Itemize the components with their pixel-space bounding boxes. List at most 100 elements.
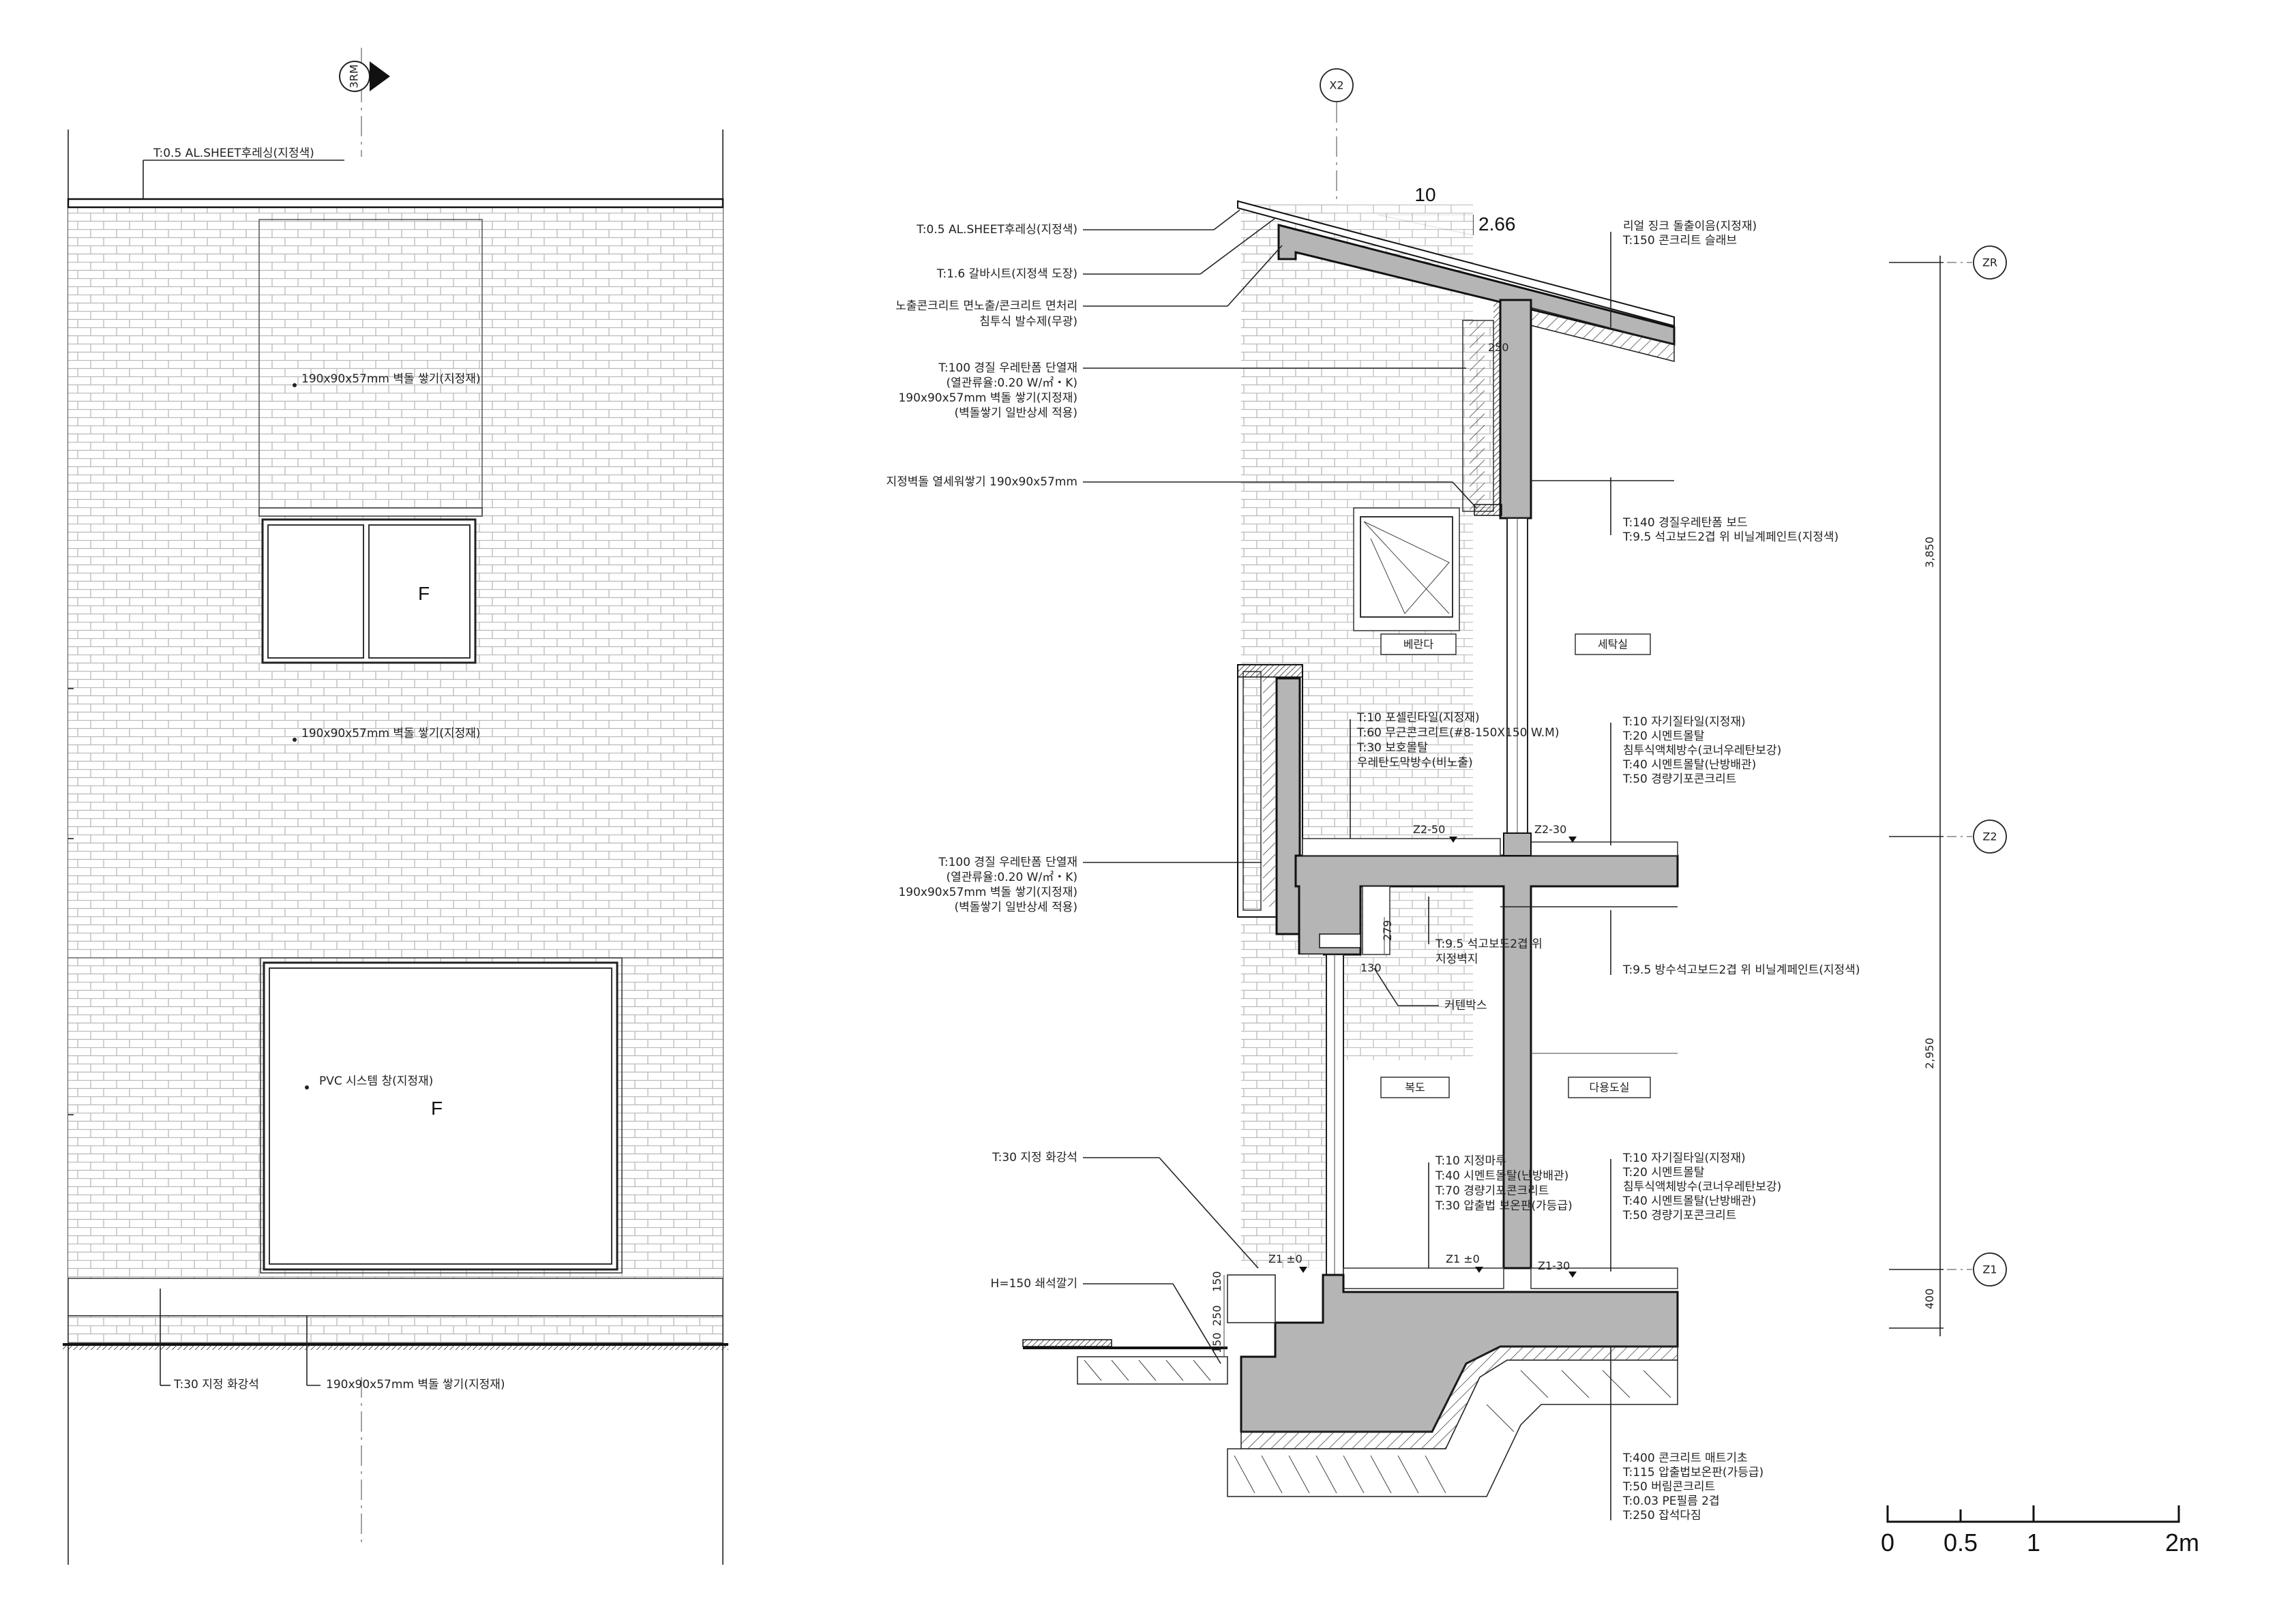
note-section-flashing: T:0.5 AL.SHEET후레싱(지정색) <box>916 223 1077 237</box>
level-marker-z1 <box>1973 1252 2007 1287</box>
grid-marker-x2 <box>1320 68 1354 102</box>
note-brick-upper: 190x90x57mm 벽돌 쌓기(지정재) <box>301 372 481 386</box>
note-foundation-4: T:0.03 PE필름 2겹 <box>1622 1494 1720 1508</box>
slope-run: 10 <box>1414 184 1435 205</box>
note-floor1-1: T:10 자기질타일(지정재) <box>1622 1152 1746 1165</box>
window-mark-upper: F <box>418 583 430 604</box>
level-grid: ZR Z2 Z1 3,850 2,950 400 <box>1889 245 2007 1336</box>
note-insulation-upper-1: T:100 경질 우레탄폼 단열재 <box>938 361 1077 375</box>
level-z1-right: Z1-30 <box>1538 1259 1570 1272</box>
dim-250b: 250 <box>1210 1305 1223 1326</box>
note-foundation-2: T:115 압출법보온판(가등급) <box>1622 1466 1763 1479</box>
level-marker-zr-label: ZR <box>1982 256 1997 269</box>
note-ceiling-board-2: 지정벽지 <box>1435 952 1478 966</box>
room-corridor: 복도 <box>1405 1081 1425 1094</box>
note-corridor-1: T:10 지정마루 <box>1435 1154 1506 1168</box>
note-floor1-2: T:20 시멘트몰탈 <box>1622 1166 1705 1179</box>
upper-window-left-sash <box>267 524 364 659</box>
note-insulation-upper-4: (벽돌쌓기 일반상세 적용) <box>955 406 1077 420</box>
scale-label-05: 0.5 <box>1944 1529 1978 1557</box>
note-gravel: H=150 쇄석깔기 <box>991 1277 1077 1291</box>
granite-base <box>68 1278 724 1317</box>
dim-130: 130 <box>1360 961 1382 974</box>
note-wall-board: T:9.5 방수석고보드2겹 위 비닐계페인트(지정색) <box>1622 963 1860 977</box>
note-insulation-upper-2: (열관류율:0.20 W/㎡・K) <box>947 376 1078 390</box>
note-roof-slab: T:150 콘크리트 슬래브 <box>1622 234 1737 247</box>
level-z2-right: Z2-30 <box>1534 823 1566 836</box>
slope-rise: 2.66 <box>1478 213 1516 235</box>
note-foundation-3: T:50 버림콘크리트 <box>1622 1480 1715 1494</box>
note-corridor-4: T:30 압출법 보온판(가등급) <box>1435 1199 1573 1213</box>
note-corridor-2: T:40 시멘트몰탈(난방배관) <box>1435 1169 1568 1183</box>
note-ceiling-board-1: T:9.5 석고보드2겹 위 <box>1435 937 1543 951</box>
note-window-pvc: PVC 시스템 창(지정재) <box>319 1074 433 1088</box>
roof-zinc <box>1237 200 1675 327</box>
note-floor2-4: T:40 시멘트몰탈(난방배관) <box>1622 758 1756 772</box>
grid-marker-x2-label: X2 <box>1329 79 1343 92</box>
scale-bar: 0 0.5 1 2m <box>1881 1505 2199 1557</box>
level-z2-left: Z2-50 <box>1413 823 1445 836</box>
note-brick-middle: 190x90x57mm 벽돌 쌓기(지정재) <box>301 727 481 740</box>
upper-wall-concrete <box>1499 299 1532 520</box>
note-balcony-3: T:30 보호몰탈 <box>1356 741 1428 755</box>
note-floor2-5: T:50 경량기포콘크리트 <box>1622 772 1736 786</box>
room-balcony: 베란다 <box>1403 638 1433 651</box>
note-roof-flashing: T:0.5 AL.SHEET후레싱(지정색) <box>153 147 314 160</box>
note-brick-bottom: 190x90x57mm 벽돌 쌓기(지정재) <box>326 1378 505 1392</box>
level-marker-z2 <box>1973 819 2007 854</box>
dim-279: 279 <box>1381 920 1394 941</box>
note-exposed-concrete-2: 침투식 발수제(무광) <box>979 315 1077 329</box>
upper-window-right-sash <box>368 524 471 659</box>
note-foundation-1: T:400 콘크리트 매트기초 <box>1622 1452 1748 1465</box>
note-insulation-lower-2: (열관류율:0.20 W/㎡・K) <box>947 871 1078 884</box>
upper-opening <box>258 219 483 513</box>
room-laundry: 세탁실 <box>1598 638 1628 651</box>
level-marker-z1-label: Z1 <box>1982 1263 1997 1276</box>
scale-label-2m: 2m <box>2165 1529 2199 1557</box>
note-ceiling-1: T:140 경질우레탄폼 보드 <box>1622 516 1748 530</box>
note-floor2-3: 침투식액체방수(코너우레탄보강) <box>1623 744 1781 757</box>
note-granite-base: T:30 지정 화강석 <box>173 1378 259 1392</box>
dim-400: 400 <box>1923 1289 1936 1310</box>
dim-150b: 150 <box>1210 1332 1223 1353</box>
note-insulation-lower-4: (벽돌쌓기 일반상세 적용) <box>955 901 1077 914</box>
note-corridor-3: T:70 경량기포콘크리트 <box>1435 1184 1549 1198</box>
dim-150a: 150 <box>1210 1271 1223 1292</box>
note-floor2-2: T:20 시멘트몰탈 <box>1622 730 1705 743</box>
scale-label-1: 1 <box>2027 1529 2040 1557</box>
wall-section-drawing: X2 10 2.66 <box>886 68 1860 1522</box>
note-brick-pattern: 지정벽돌 열세워쌓기 190x90x57mm <box>886 475 1077 489</box>
note-section-granite: T:30 지정 화강석 <box>992 1151 1077 1164</box>
note-curtain-box: 커텐박스 <box>1444 999 1487 1012</box>
roof-flashing <box>67 198 724 209</box>
note-floor2-1: T:10 자기질타일(지정재) <box>1622 715 1746 729</box>
level-marker-zr <box>1973 245 2007 280</box>
note-insulation-lower-1: T:100 경질 우레탄폼 단열재 <box>938 856 1077 869</box>
note-exposed-concrete-1: 노출콘크리트 면노출/콘크리트 면처리 <box>895 299 1077 313</box>
elevation-drawing: 3RM T:0.5 AL.SHEET후레싱(지정색) 190x90x57mm 벽… <box>63 48 728 1565</box>
lower-window <box>263 961 619 1271</box>
room-utility: 다용도실 <box>1590 1081 1630 1094</box>
note-roof-zinc: 리얼 징크 돌출이음(지정재) <box>1623 220 1757 233</box>
note-ceiling-2: T:9.5 석고보드2겹 위 비닐계페인트(지정색) <box>1622 530 1839 544</box>
note-floor1-5: T:50 경량기포콘크리트 <box>1622 1209 1736 1222</box>
upper-lintel <box>258 507 483 517</box>
note-floor1-4: T:40 시멘트몰탈(난방배관) <box>1622 1194 1756 1208</box>
level-z1-left: Z1 ±0 <box>1268 1252 1303 1265</box>
note-insulation-upper-3: 190x90x57mm 벽돌 쌓기(지정재) <box>898 391 1077 405</box>
dim-2950: 2,950 <box>1923 1038 1936 1069</box>
dim-3850: 3,850 <box>1923 537 1936 568</box>
note-balcony-1: T:10 포셀린타일(지정재) <box>1356 711 1480 725</box>
section-marker-label: 3RM <box>348 64 361 88</box>
roof-slab <box>1277 224 1676 346</box>
dim-250: 250 <box>1488 341 1509 354</box>
scale-label-0: 0 <box>1881 1529 1894 1557</box>
level-marker-z2-label: Z2 <box>1982 830 1997 843</box>
second-floor-slab <box>1294 854 1679 1269</box>
note-foundation-5: T:250 잡석다짐 <box>1622 1509 1701 1522</box>
level-z1-mid: Z1 ±0 <box>1446 1252 1480 1265</box>
note-insulation-lower-3: 190x90x57mm 벽돌 쌓기(지정재) <box>898 886 1077 899</box>
note-balcony-2: T:60 무근콘크리트(#8-150X150 W.M) <box>1356 726 1559 740</box>
note-balcony-4: 우레탄도막방수(비노출) <box>1357 756 1473 770</box>
